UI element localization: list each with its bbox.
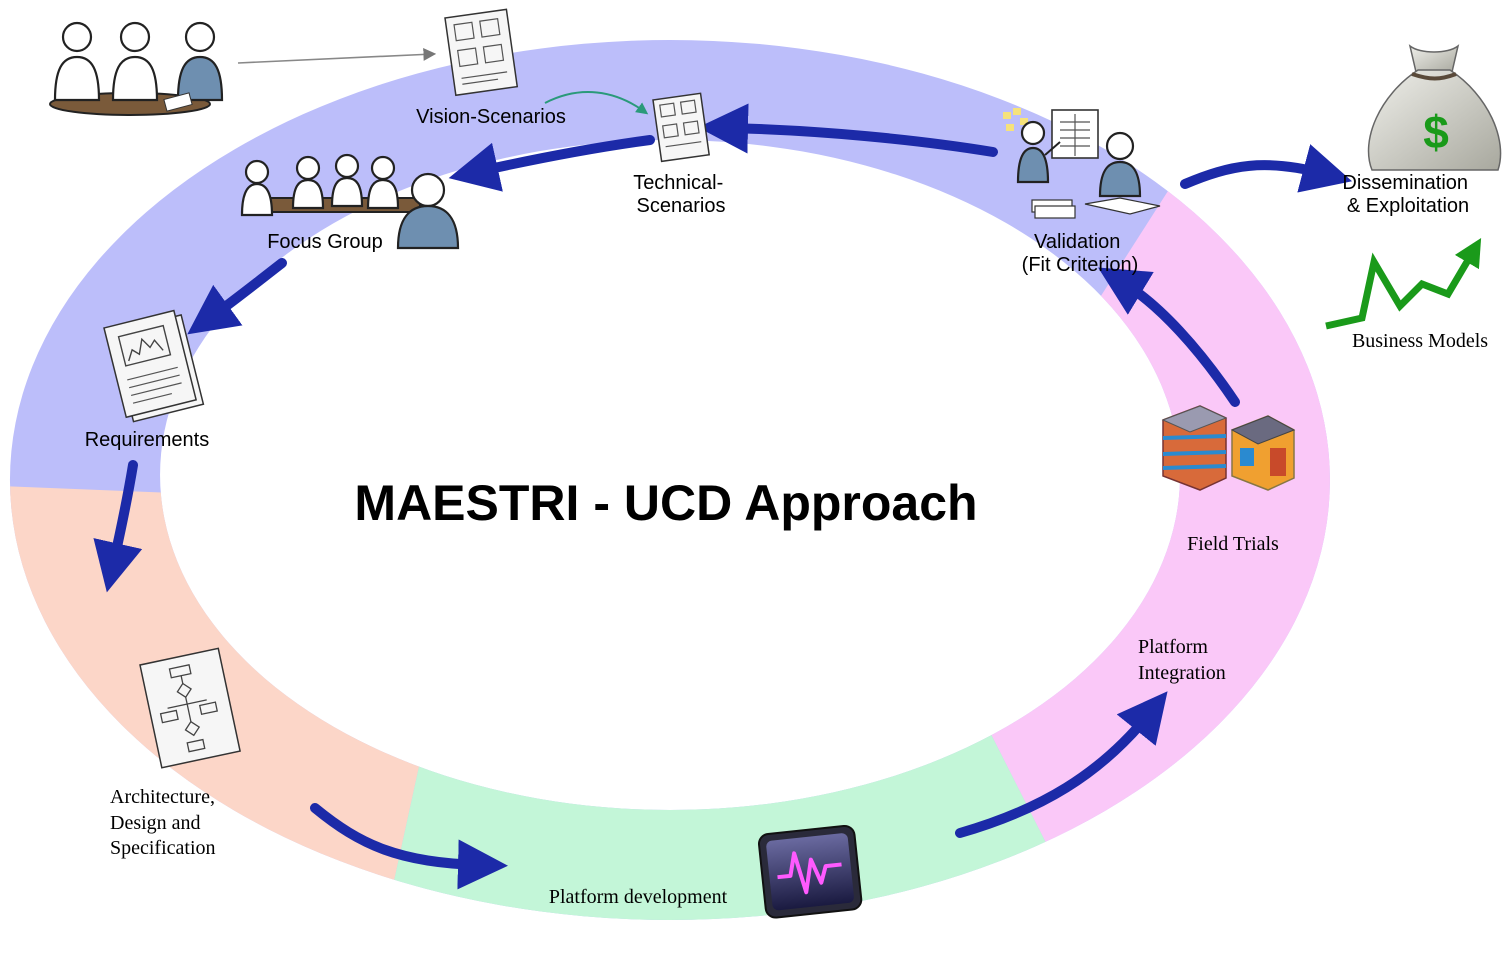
label-field-trials: Field Trials — [1187, 533, 1279, 555]
label-dissemination-line-1: Dissemination — [1342, 172, 1468, 194]
ring-segment-development — [375, 732, 1075, 921]
dollar-symbol: $ — [1423, 106, 1449, 158]
arrow-technical-to-focus — [448, 135, 655, 192]
label-technical-scenarios: Technical- Scenarios — [633, 172, 729, 217]
label-architecture-line-2: Design and — [110, 812, 201, 834]
label-architecture-line-3: Specification — [110, 837, 216, 859]
arrow-vision-to-technical — [544, 91, 649, 115]
label-technical-line-2: Scenarios — [637, 195, 726, 217]
arrow-focus-to-requirements — [187, 258, 287, 335]
money-bag-icon: $ — [1367, 44, 1502, 171]
label-vision-scenarios: Vision-Scenarios — [416, 106, 566, 128]
label-platform-development: Platform development — [549, 886, 728, 908]
document-chart-icon — [103, 309, 205, 423]
arrow-meeting-to-vision — [237, 48, 437, 64]
label-requirements: Requirements — [85, 429, 210, 451]
flowchart-icon — [139, 647, 241, 769]
label-integration-line-2: Integration — [1138, 662, 1226, 684]
label-validation: Validation (Fit Criterion) — [1022, 231, 1139, 276]
people-meeting-icon — [240, 153, 460, 250]
people-meeting-icon — [49, 21, 224, 116]
arrow-validation-to-dissemination — [1180, 144, 1353, 193]
label-dissemination: Dissemination & Exploitation — [1342, 172, 1473, 217]
label-platform-integration: Platform Integration — [1138, 636, 1226, 684]
label-validation-line-2: (Fit Criterion) — [1022, 254, 1139, 276]
label-focus-group: Focus Group — [267, 231, 383, 253]
storyboard-icon — [444, 8, 519, 97]
factory-buildings-icon — [1161, 405, 1296, 491]
label-technical-line-1: Technical- — [633, 172, 723, 194]
label-architecture: Architecture, Design and Specification — [110, 786, 220, 859]
arrow-requirements-to-architecture — [93, 460, 143, 593]
arrow-development-to-integration — [955, 691, 1168, 838]
trend-arrow-icon — [1325, 237, 1482, 330]
label-integration-line-1: Platform — [1138, 636, 1208, 658]
storyboard-icon — [652, 92, 711, 163]
label-architecture-line-1: Architecture, — [110, 786, 215, 808]
waveform-app-icon — [757, 824, 863, 919]
presentation-icon — [1003, 108, 1161, 219]
label-business-models: Business Models — [1352, 330, 1488, 352]
diagram-title: MAESTRI - UCD Approach — [354, 475, 977, 531]
label-dissemination-line-2: & Exploitation — [1347, 195, 1469, 217]
flow-arrows — [93, 103, 1353, 890]
label-validation-line-1: Validation — [1034, 231, 1120, 253]
arrow-validation-to-technical — [698, 103, 998, 157]
ring-segment-trials — [990, 180, 1330, 921]
arrow-field-to-validation — [1098, 267, 1240, 407]
arrow-architecture-to-development — [310, 803, 508, 890]
